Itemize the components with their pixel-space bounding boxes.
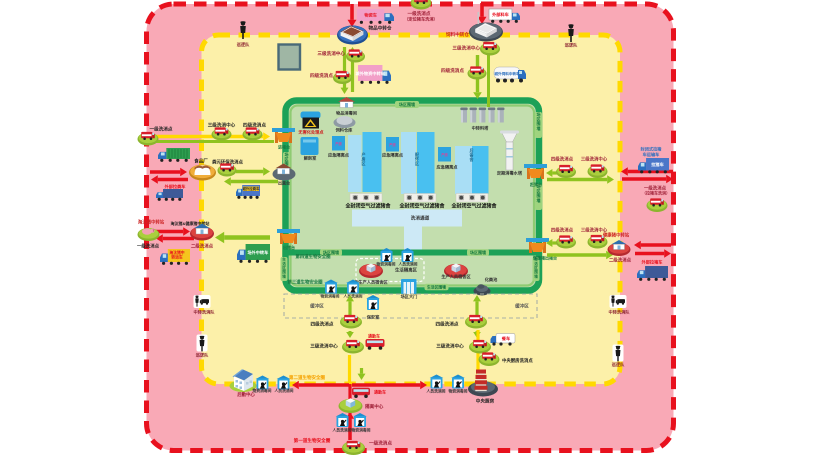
svg-text:保安室: 保安室: [366, 314, 380, 321]
svg-text:物资车: 物资车: [364, 11, 377, 18]
svg-text:产房: 产房: [441, 152, 448, 157]
svg-text:第三道生物安全圈: 第三道生物安全圈: [287, 279, 323, 286]
svg-text:应急隔离点: 应急隔离点: [437, 164, 459, 171]
svg-text:场区围墙: 场区围墙: [399, 101, 415, 107]
svg-text:（定位猪车洗消）: （定位猪车洗消）: [404, 15, 438, 22]
svg-text:非生产人员宿舍区: 非生产人员宿舍区: [354, 279, 388, 286]
svg-text:生活隔离区: 生活隔离区: [395, 267, 418, 274]
svg-text:四级洗消点: 四级洗消点: [551, 227, 574, 234]
svg-text:人员洗消间: 人员洗消间: [398, 262, 418, 267]
svg-text:城外拉粪车: 城外拉粪车: [243, 186, 261, 191]
svg-text:四级洗消点: 四级洗消点: [436, 321, 459, 328]
svg-text:通勤车: 通勤车: [368, 333, 380, 339]
svg-text:外部拉粪车: 外部拉粪车: [165, 183, 187, 190]
svg-text:中转料塔: 中转料塔: [472, 125, 490, 132]
svg-text:巡逻队: 巡逻队: [612, 361, 625, 368]
svg-text:四级洗消点: 四级洗消点: [441, 67, 464, 74]
svg-text:一级洗消点: 一级洗消点: [369, 440, 392, 447]
svg-text:中央厨房: 中央厨房: [476, 398, 495, 405]
svg-text:第一道生物安全圈: 第一道生物安全圈: [294, 437, 331, 444]
svg-text:全封闭空气过滤猪舍: 全封闭空气过滤猪舍: [450, 203, 497, 210]
svg-text:进猪台: 进猪台: [278, 144, 290, 150]
svg-text:淘汰猪中转站: 淘汰猪中转站: [138, 219, 165, 226]
svg-text:第四道生物安全圈: 第四道生物安全圈: [295, 253, 331, 260]
svg-text:健康猪中转站: 健康猪中转站: [603, 232, 630, 239]
svg-text:四级洗消点: 四级洗消点: [551, 156, 574, 163]
svg-text:三级洗消中心: 三级洗消中心: [317, 50, 345, 57]
svg-text:产房: 产房: [389, 142, 396, 147]
svg-text:物资消毒间: 物资消毒间: [449, 389, 468, 394]
svg-text:（拉猪车洗消）: （拉猪车洗消）: [642, 190, 670, 196]
svg-text:三级洗消中心: 三级洗消中心: [436, 343, 464, 350]
svg-text:四级洗消点: 四级洗消点: [311, 321, 334, 328]
svg-text:无害化处理点: 无害化处理点: [297, 129, 324, 136]
svg-text:出猪台: 出猪台: [283, 244, 295, 250]
svg-text:场区围墙: 场区围墙: [470, 249, 486, 255]
svg-text:物资消毒间: 物资消毒间: [352, 428, 371, 433]
svg-text:物品中转仓: 物品中转仓: [369, 25, 392, 32]
svg-text:产房: 产房: [335, 141, 342, 146]
svg-text:化粪池: 化粪池: [485, 276, 498, 283]
svg-text:区: 区: [415, 160, 419, 166]
svg-text:区: 区: [362, 160, 366, 166]
svg-text:舍: 舍: [469, 156, 474, 162]
svg-text:缓冲区: 缓冲区: [515, 303, 529, 310]
svg-text:解剖室: 解剖室: [304, 155, 317, 162]
svg-text:三级洗消中心: 三级洗消中心: [581, 227, 608, 234]
svg-text:二级洗消点: 二级洗消点: [609, 257, 632, 264]
svg-text:中央厨房洗消点: 中央厨房洗消点: [502, 357, 533, 364]
svg-text:转运车: 转运车: [171, 255, 183, 260]
svg-text:赶猪台: 赶猪台: [529, 181, 542, 187]
svg-text:饲料中转仓: 饲料中转仓: [445, 31, 469, 38]
svg-text:场外中转车: 场外中转车: [247, 249, 269, 256]
svg-text:巡逻队: 巡逻队: [565, 42, 578, 49]
svg-text:洗消通道: 洗消通道: [411, 215, 430, 222]
svg-text:中转洗消队: 中转洗消队: [194, 309, 216, 316]
svg-text:四级洗消点: 四级洗消点: [310, 72, 333, 79]
svg-text:车运输车: 车运输车: [643, 151, 661, 158]
svg-text:一级洗消点: 一级洗消点: [137, 243, 160, 250]
svg-text:墙: 墙: [537, 197, 541, 203]
svg-text:拉猪车: 拉猪车: [651, 161, 664, 168]
svg-text:巡逻队: 巡逻队: [196, 352, 209, 359]
svg-text:墙: 墙: [537, 125, 541, 131]
svg-text:城外饲料中转车: 城外饲料中转车: [494, 71, 520, 76]
svg-text:缓冲区: 缓冲区: [310, 303, 324, 310]
svg-text:外部料车: 外部料车: [492, 11, 510, 18]
svg-text:三级洗消中心: 三级洗消中心: [310, 343, 338, 350]
svg-text:饲料仓库: 饲料仓库: [335, 127, 354, 134]
svg-text:一级洗消点: 一级洗消点: [150, 126, 173, 133]
svg-text:物资消毒间: 物资消毒间: [253, 388, 272, 393]
svg-text:全封闭空气过滤猪舍: 全封闭空气过滤猪舍: [344, 203, 391, 210]
svg-text:三级洗消中心: 三级洗消中心: [581, 156, 608, 163]
svg-text:应急隔离点: 应急隔离点: [382, 152, 404, 159]
svg-text:人员洗消间: 人员洗消间: [274, 388, 294, 393]
svg-text:定期消毒水塔: 定期消毒水塔: [496, 170, 523, 177]
svg-text:墙: 墙: [282, 273, 286, 278]
svg-text:出粪台: 出粪台: [278, 180, 290, 186]
svg-text:城外物资中转车: 城外物资中转车: [356, 70, 386, 77]
svg-text:人员洗消间: 人员洗消间: [343, 294, 363, 299]
svg-text:通勤车: 通勤车: [374, 389, 386, 395]
svg-text:隔离中心: 隔离中心: [365, 403, 384, 410]
svg-text:应急隔离点: 应急隔离点: [328, 152, 350, 159]
svg-text:中转洗消队: 中转洗消队: [609, 309, 631, 316]
svg-text:巡逻队: 巡逻队: [237, 41, 250, 48]
svg-text:食品厂: 食品厂: [194, 158, 208, 165]
svg-text:物资消毒间: 物资消毒间: [377, 262, 396, 267]
svg-text:人员洗消间: 人员洗消间: [332, 428, 352, 433]
svg-text:二级洗消点: 二级洗消点: [191, 243, 214, 250]
svg-text:人员洗消间: 人员洗消间: [426, 389, 446, 394]
svg-text:三级洗消中心: 三级洗消中心: [452, 45, 480, 52]
svg-text:全封闭空气过滤猪舍: 全封闭空气过滤猪舍: [398, 203, 445, 210]
svg-text:物品消毒间: 物品消毒间: [336, 110, 357, 117]
svg-text:第二道生物安全圈: 第二道生物安全圈: [289, 374, 325, 381]
svg-text:生产人员宿舍区: 生产人员宿舍区: [441, 273, 471, 280]
svg-text:外部拉猪车: 外部拉猪车: [642, 259, 664, 266]
svg-text:淘汰猪中: 淘汰猪中: [169, 250, 184, 255]
svg-text:餐车: 餐车: [501, 335, 511, 342]
svg-text:生活区围墙: 生活区围墙: [427, 284, 446, 289]
svg-text:墙: 墙: [534, 273, 538, 278]
